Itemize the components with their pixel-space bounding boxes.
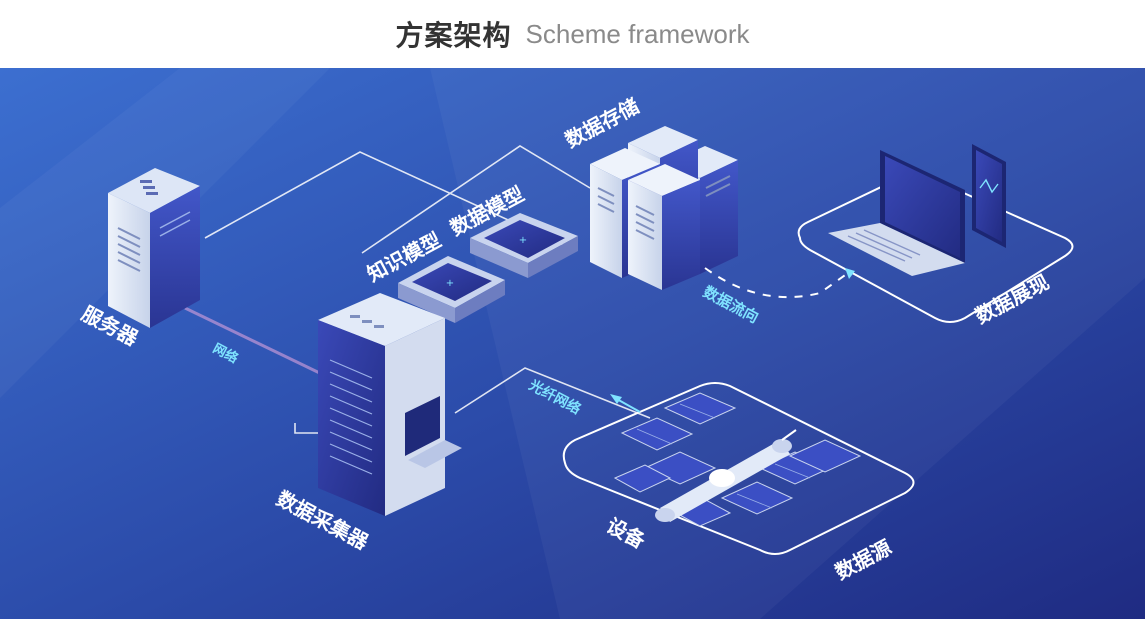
data-source-platform xyxy=(562,382,915,555)
network-cable xyxy=(184,306,331,380)
page-header: 方案架构 Scheme framework xyxy=(0,0,1145,68)
phone-device xyxy=(972,144,1006,248)
data-collector xyxy=(318,293,462,516)
data-display-platform xyxy=(797,174,1074,323)
server-to-storage-line xyxy=(204,151,566,247)
knowledge-model-tile: + xyxy=(398,256,505,323)
satellite-device xyxy=(613,392,862,527)
models-to-storage-line xyxy=(361,145,591,254)
page-title: 方案架构 xyxy=(395,19,512,52)
plus-icon: + xyxy=(519,235,527,246)
diagram-background xyxy=(0,68,1145,619)
server-rack xyxy=(108,168,200,328)
data-flow-arrows xyxy=(704,267,849,299)
collector-to-source-line xyxy=(454,367,651,419)
fiber-arrowhead xyxy=(610,394,622,404)
data-model-tile: + xyxy=(470,213,578,278)
flow-arrowhead xyxy=(845,268,855,279)
architecture-diagram: + + xyxy=(0,68,1145,619)
laptop-device xyxy=(828,150,965,276)
storage-cluster xyxy=(590,126,738,290)
page-subtitle: Scheme framework xyxy=(525,18,750,49)
plus-icon: + xyxy=(446,278,454,289)
